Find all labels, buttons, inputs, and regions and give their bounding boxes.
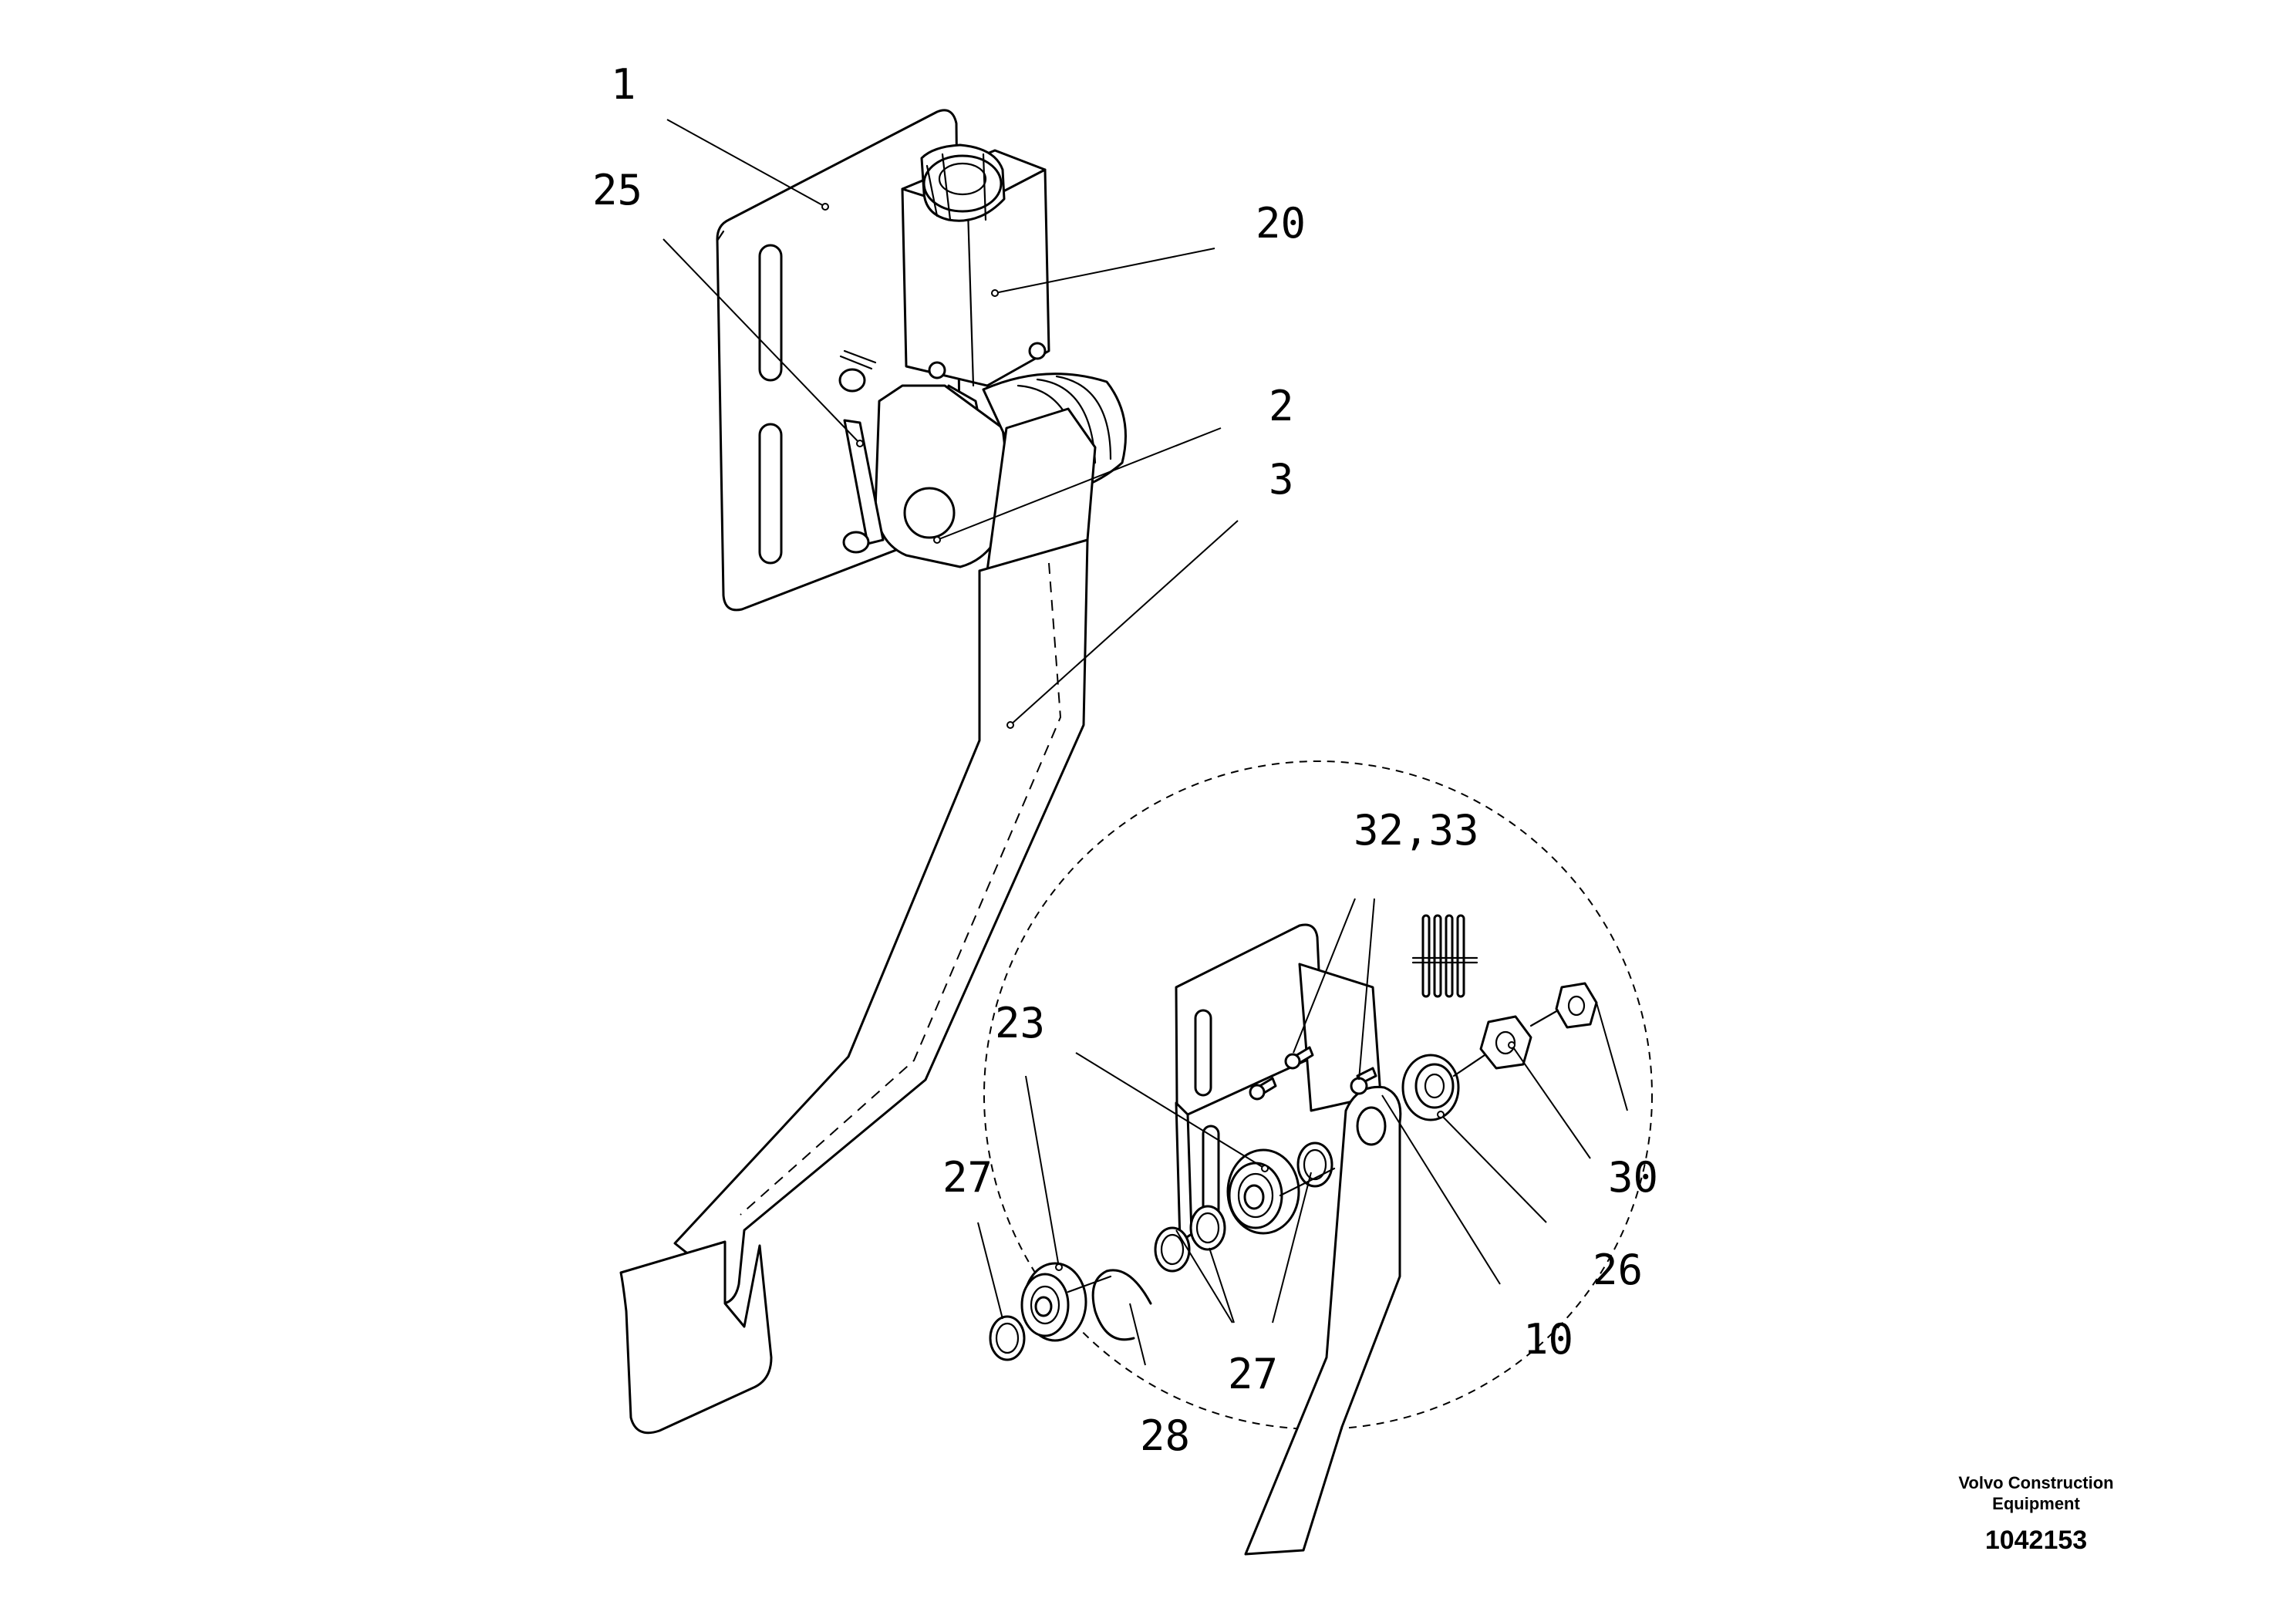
circlip-28 [1091,1269,1152,1341]
callout-23: 23 [995,999,1045,1047]
callout-20: 20 [1256,199,1306,248]
snap-ring-27-right [1296,1141,1333,1188]
leader-lines [663,119,1628,1366]
callout-27-bottom: 27 [1228,1350,1278,1398]
nut-30-b [1555,982,1598,1029]
callout-25: 25 [592,166,642,214]
washer-stack [1411,914,1478,998]
callout-10: 10 [1523,1315,1573,1364]
switch [901,143,1050,442]
leader-dots [821,203,1515,1271]
callout-30: 30 [1608,1153,1658,1202]
nut-30-a [1479,1015,1532,1070]
callout-32-33: 32,33 [1354,806,1479,855]
callout-3: 3 [1269,455,1294,504]
callout-27-left: 27 [942,1153,993,1202]
snap-ring-27-left [989,1315,1026,1361]
brand-name-line-2: Equipment [1992,1494,2080,1513]
plate-slot-upper [758,244,783,382]
drawing-number: 1042153 [1984,1526,2088,1555]
detail-view [989,914,1598,1556]
spacer-26 [1401,1054,1460,1121]
bearing-left [1020,1262,1087,1342]
snap-ring-27-mid-b [1189,1205,1226,1251]
callout-28: 28 [1140,1411,1190,1460]
callout-2: 2 [1269,382,1294,430]
pivot-housing [874,373,1127,576]
detail-view-circle [983,760,1653,1430]
screws [1249,1046,1377,1101]
rod [838,349,885,554]
plate-slot-lower [758,423,783,565]
brand-name-line-1: Volvo Construction [1958,1473,2114,1492]
callout-1: 1 [611,60,636,109]
callout-26: 26 [1593,1246,1643,1294]
bearing-23 [1226,1148,1300,1235]
pedal-arm [619,538,1089,1435]
callout-labels: 1 25 20 2 3 32,33 23 27 27 28 30 26 10 [592,60,1658,1460]
